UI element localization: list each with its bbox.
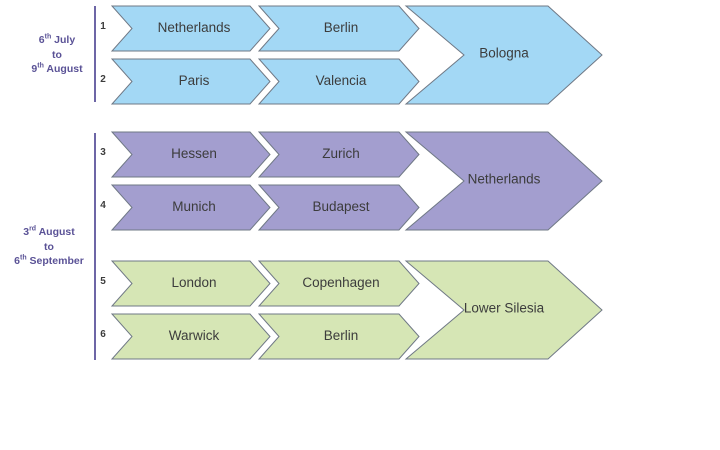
destination-chevron-2 [404, 131, 603, 231]
chevron-first-label-4: Munich [172, 199, 216, 214]
chevron-second-label-2: Valencia [316, 73, 367, 88]
period-2-start: 3rd August [23, 225, 75, 239]
chevron-first-label-1: Netherlands [158, 20, 231, 35]
period-2-end: 6th September [14, 254, 84, 268]
chevron-first-1 [110, 5, 271, 52]
period-1-start: 6th July [38, 33, 76, 47]
period-label-1: 6th July to 9th August [14, 33, 100, 77]
chevron-second-1 [257, 5, 420, 52]
chevron-first-2 [110, 58, 271, 105]
period-1-to: to [52, 48, 62, 61]
chevron-second-5 [257, 260, 420, 307]
period-2-to: to [44, 240, 54, 253]
route-number-5: 5 [100, 276, 106, 287]
chevron-second-label-3: Zurich [322, 146, 360, 161]
route-number-2: 2 [100, 74, 106, 85]
chevron-second-label-6: Berlin [324, 328, 359, 343]
chevron-first-label-2: Paris [179, 73, 210, 88]
route-number-4: 4 [100, 200, 106, 211]
chevron-second-2 [257, 58, 420, 105]
destination-label-1: Bologna [479, 46, 529, 61]
chevron-first-3 [110, 131, 271, 178]
chevron-first-4 [110, 184, 271, 231]
chevron-first-5 [110, 260, 271, 307]
period-label-2: 3rd August to 6th September [6, 225, 92, 269]
period-1-end: 9th August [31, 62, 83, 76]
chevron-second-label-5: Copenhagen [302, 275, 379, 290]
destination-chevron-3 [404, 260, 603, 360]
chevron-second-label-4: Budapest [312, 199, 369, 214]
chevron-first-label-6: Warwick [169, 328, 220, 343]
chevron-first-label-5: London [171, 275, 216, 290]
chevron-first-label-3: Hessen [171, 146, 217, 161]
chevron-second-3 [257, 131, 420, 178]
route-number-3: 3 [100, 147, 106, 158]
chevron-second-6 [257, 313, 420, 360]
destination-label-3: Lower Silesia [464, 301, 545, 316]
period-bracket-1 [94, 6, 96, 102]
route-number-1: 1 [100, 21, 106, 32]
chevron-second-4 [257, 184, 420, 231]
destination-chevron-1 [404, 5, 603, 105]
period-bracket-2 [94, 133, 96, 360]
destination-label-2: Netherlands [468, 172, 541, 187]
route-number-6: 6 [100, 329, 106, 340]
chevron-first-6 [110, 313, 271, 360]
chevron-second-label-1: Berlin [324, 20, 359, 35]
